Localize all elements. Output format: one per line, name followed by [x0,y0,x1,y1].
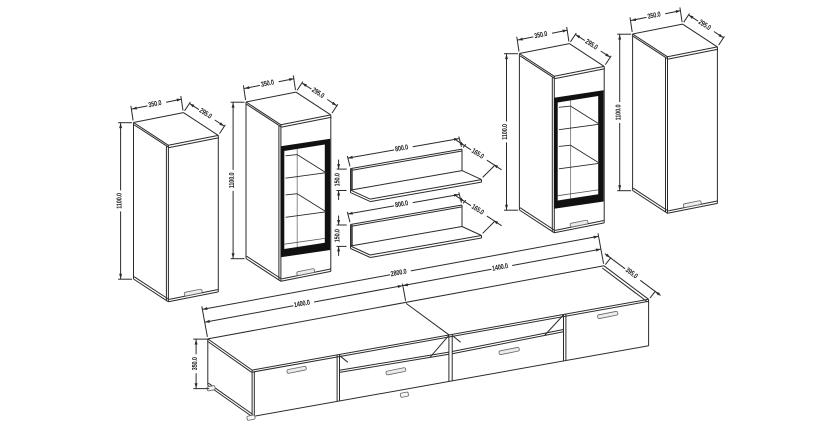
svg-text:1100.0: 1100.0 [502,124,510,140]
svg-text:350.0: 350.0 [534,30,549,40]
svg-text:1100.0: 1100.0 [228,172,236,188]
svg-text:350.0: 350.0 [260,79,275,89]
svg-text:150.0: 150.0 [334,173,342,187]
svg-text:1400.0: 1400.0 [293,299,311,310]
svg-text:800.0: 800.0 [394,199,409,209]
svg-text:2800.0: 2800.0 [390,268,408,279]
svg-text:350.0: 350.0 [647,11,662,21]
svg-text:350.0: 350.0 [191,357,199,371]
svg-text:1400.0: 1400.0 [491,262,509,273]
svg-text:1100.0: 1100.0 [615,104,623,120]
svg-text:800.0: 800.0 [394,144,409,154]
svg-text:350.0: 350.0 [148,99,163,109]
svg-text:150.0: 150.0 [334,229,342,243]
svg-text:1100.0: 1100.0 [116,193,124,209]
